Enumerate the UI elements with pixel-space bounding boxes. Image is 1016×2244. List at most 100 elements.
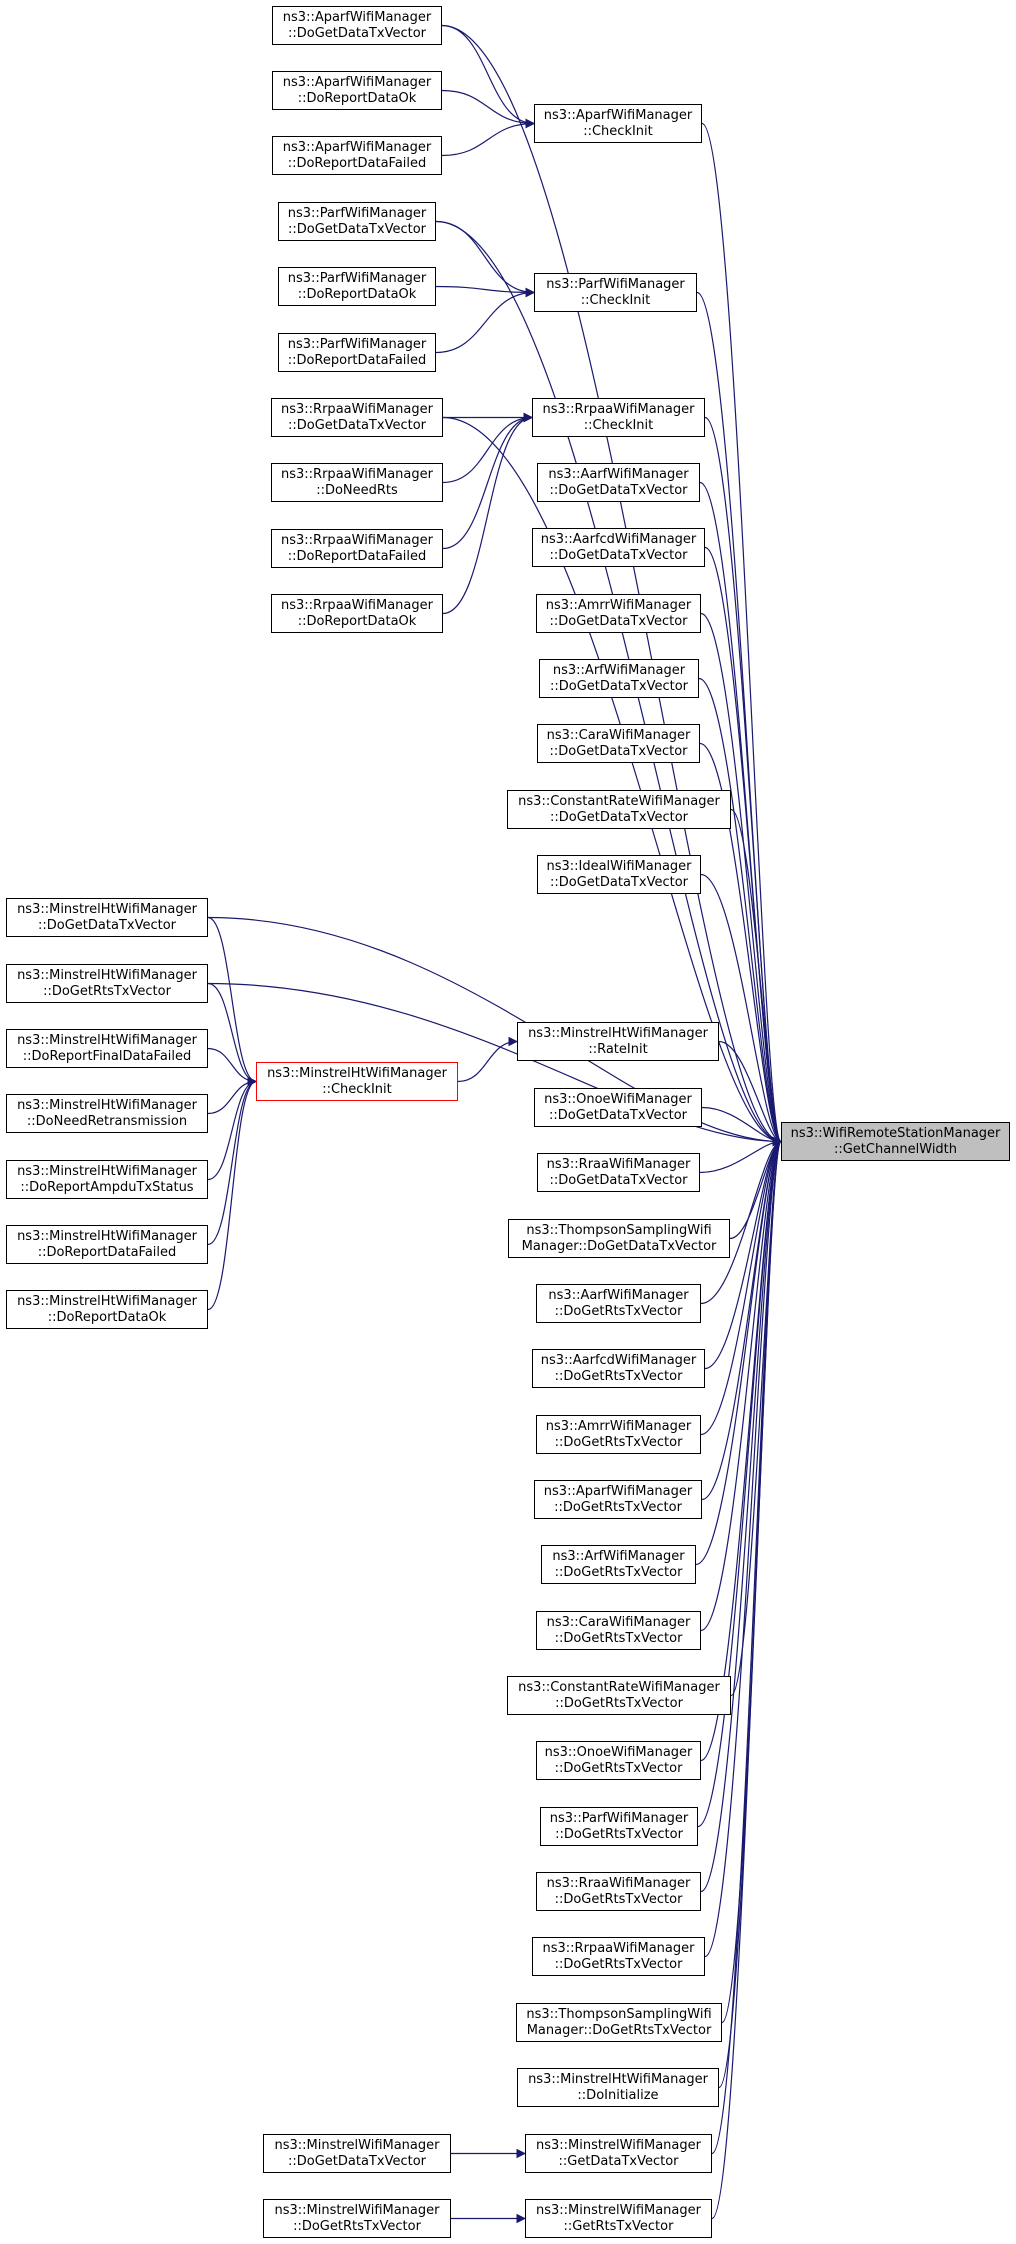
node-mht-checkinit[interactable]: ns3::MinstrelHtWifiManager::CheckInit [256, 1062, 458, 1101]
node-label-line: ns3::MinstrelHtWifiManager [528, 2071, 708, 2087]
node-arf-data[interactable]: ns3::ArfWifiManager::DoGetDataTxVector [539, 659, 699, 698]
node-mht-rateinit[interactable]: ns3::MinstrelHtWifiManager::RateInit [517, 1022, 719, 1061]
node-constant-rts[interactable]: ns3::ConstantRateWifiManager::DoGetRtsTx… [507, 1676, 731, 1715]
node-onoe-rts[interactable]: ns3::OnoeWifiManager::DoGetRtsTxVector [536, 1741, 701, 1780]
edge-mht-dogetrtstx-to-target [207, 982, 782, 1147]
node-label-line: ::DoGetDataTxVector [549, 613, 688, 629]
node-label-line: ns3::ConstantRateWifiManager [518, 1679, 720, 1695]
node-mht-doreportok[interactable]: ns3::MinstrelHtWifiManager::DoReportData… [6, 1290, 208, 1329]
node-mht-doreportfinalfailed[interactable]: ns3::MinstrelHtWifiManager::DoReportFina… [6, 1029, 208, 1068]
node-cara-rts[interactable]: ns3::CaraWifiManager::DoGetRtsTxVector [536, 1611, 701, 1650]
edge-aparf-dogetdatatx-to-target [441, 24, 782, 1147]
node-aarfcd-rts[interactable]: ns3::AarfcdWifiManager::DoGetRtsTxVector [532, 1349, 705, 1388]
node-label-line: ::DoGetDataTxVector [288, 221, 426, 237]
edge-aarf-rts-to-target [700, 1136, 782, 1305]
node-minstrel-getrtstx[interactable]: ns3::MinstrelWifiManager::GetRtsTxVector [525, 2199, 712, 2238]
node-cara-data[interactable]: ns3::CaraWifiManager::DoGetDataTxVector [537, 724, 700, 763]
edge-amrr-rts-to-target [700, 1136, 782, 1436]
node-aarfcd-data[interactable]: ns3::AarfcdWifiManager::DoGetDataTxVecto… [532, 528, 705, 567]
node-parf-doreportok[interactable]: ns3::ParfWifiManager::DoReportDataOk [278, 267, 436, 306]
node-mht-dogetrtstx[interactable]: ns3::MinstrelHtWifiManager::DoGetRtsTxVe… [6, 964, 208, 1003]
node-label-line: ::DoGetRtsTxVector [554, 1630, 683, 1646]
node-aarf-data[interactable]: ns3::AarfWifiManager::DoGetDataTxVector [537, 463, 700, 502]
node-label-line: ns3::AarfWifiManager [548, 1287, 689, 1303]
node-ideal-data[interactable]: ns3::IdealWifiManager::DoGetDataTxVector [537, 855, 701, 894]
node-aparf-checkinit[interactable]: ns3::AparfWifiManager::CheckInit [534, 104, 702, 143]
node-onoe-data[interactable]: ns3::OnoeWifiManager::DoGetDataTxVector [534, 1088, 702, 1127]
node-label-line: ::RateInit [588, 1041, 648, 1057]
node-arf-rts[interactable]: ns3::ArfWifiManager::DoGetRtsTxVector [541, 1545, 696, 1584]
node-aparf-rts[interactable]: ns3::AparfWifiManager::DoGetRtsTxVector [534, 1480, 702, 1519]
node-label-line: ns3::AparfWifiManager [543, 1483, 693, 1499]
edge-parf-rts-to-target [697, 1136, 782, 1828]
node-label-line: ns3::ParfWifiManager [546, 276, 685, 292]
edge-mht-dogetdatatx-to-mht-checkinit [207, 916, 257, 1087]
node-label-line: ns3::MinstrelWifiManager [274, 2137, 440, 2153]
node-label-line: Manager::DoGetRtsTxVector [526, 2022, 712, 2038]
node-label-line: ::DoReportAmpduTxStatus [20, 1179, 194, 1195]
node-rrpaa-checkinit[interactable]: ns3::RrpaaWifiManager::CheckInit [532, 398, 705, 437]
node-label-line: ns3::RrpaaWifiManager [281, 597, 433, 613]
node-aparf-dogetdatatx[interactable]: ns3::AparfWifiManager::DoGetDataTxVector [272, 6, 442, 45]
node-parf-checkinit[interactable]: ns3::ParfWifiManager::CheckInit [534, 273, 697, 312]
node-parf-dogetdatatx[interactable]: ns3::ParfWifiManager::DoGetDataTxVector [278, 202, 436, 241]
node-minstrel-dogetdatatx[interactable]: ns3::MinstrelWifiManager::DoGetDataTxVec… [263, 2134, 451, 2173]
node-rraa-data[interactable]: ns3::RraaWifiManager::DoGetDataTxVector [537, 1153, 700, 1192]
node-label-line: ::DoReportFinalDataFailed [22, 1048, 192, 1064]
node-amrr-rts[interactable]: ns3::AmrrWifiManager::DoGetRtsTxVector [536, 1415, 701, 1454]
node-mht-doneedretrans[interactable]: ns3::MinstrelHtWifiManager::DoNeedRetran… [6, 1094, 208, 1133]
node-rrpaa-doreportok[interactable]: ns3::RrpaaWifiManager::DoReportDataOk [271, 594, 443, 633]
node-label-line: ns3::MinstrelHtWifiManager [17, 1032, 197, 1048]
node-label-line: ns3::MinstrelWifiManager [535, 2202, 701, 2218]
node-amrr-data[interactable]: ns3::AmrrWifiManager::DoGetDataTxVector [536, 594, 701, 633]
node-label-line: ns3::MinstrelHtWifiManager [267, 1065, 447, 1081]
edge-arf-data-to-target [698, 677, 782, 1147]
node-label-line: Manager::DoGetDataTxVector [521, 1238, 717, 1254]
node-constant-data[interactable]: ns3::ConstantRateWifiManager::DoGetDataT… [507, 790, 731, 829]
node-minstrel-getdatatx[interactable]: ns3::MinstrelWifiManager::GetDataTxVecto… [525, 2134, 712, 2173]
node-parf-doreportfailed[interactable]: ns3::ParfWifiManager::DoReportDataFailed [278, 333, 436, 372]
node-label-line: ::DoGetRtsTxVector [293, 2218, 421, 2234]
node-rraa-rts[interactable]: ns3::RraaWifiManager::DoGetRtsTxVector [536, 1872, 701, 1911]
node-aarf-rts[interactable]: ns3::AarfWifiManager::DoGetRtsTxVector [536, 1284, 701, 1323]
node-minstrel-dogetrtstx[interactable]: ns3::MinstrelWifiManager::DoGetRtsTxVect… [263, 2199, 451, 2238]
edge-thompson-rts-to-target [721, 1137, 782, 2024]
node-label-line: ns3::AarfcdWifiManager [540, 1352, 697, 1368]
node-label-line: ns3::ParfWifiManager [287, 336, 427, 352]
edge-constant-data-to-target [730, 808, 782, 1147]
node-mht-dogetdatatx[interactable]: ns3::MinstrelHtWifiManager::DoGetDataTxV… [6, 898, 208, 937]
node-rrpaa-rts[interactable]: ns3::RrpaaWifiManager::DoGetRtsTxVector [532, 1937, 705, 1976]
node-label-line: ::DoGetRtsTxVector [555, 1695, 683, 1711]
node-label-line: ns3::AparfWifiManager [282, 9, 432, 25]
node-mht-doreportfailed[interactable]: ns3::MinstrelHtWifiManager::DoReportData… [6, 1225, 208, 1264]
node-mht-doreportampdu[interactable]: ns3::MinstrelHtWifiManager::DoReportAmpd… [6, 1160, 208, 1199]
node-label-line: ns3::AparfWifiManager [282, 139, 432, 155]
node-label-line: ns3::AmrrWifiManager [545, 597, 692, 613]
edge-aparf-dogetdatatx-to-aparf-checkinit [441, 24, 535, 129]
node-mht-doinitialize[interactable]: ns3::MinstrelHtWifiManager::DoInitialize [517, 2068, 719, 2107]
node-rrpaa-doneedrts[interactable]: ns3::RrpaaWifiManager::DoNeedRts [271, 463, 443, 502]
node-label-line: ::DoGetRtsTxVector [554, 1499, 682, 1515]
node-label-line: ::DoReportDataFailed [287, 548, 427, 564]
node-label-line: ns3::MinstrelHtWifiManager [17, 1293, 197, 1309]
node-label-line: ns3::MinstrelHtWifiManager [17, 967, 197, 983]
node-label-line: ns3::AparfWifiManager [543, 107, 693, 123]
node-label-line: ::DoGetDataTxVector [549, 1107, 687, 1123]
node-rrpaa-doreportfailed[interactable]: ns3::RrpaaWifiManager::DoReportDataFaile… [271, 529, 443, 568]
node-aparf-doreportok[interactable]: ns3::AparfWifiManager::DoReportDataOk [272, 71, 442, 110]
edge-aparf-doreportfailed-to-aparf-checkinit [441, 118, 535, 157]
node-label-line: ns3::AarfWifiManager [548, 466, 689, 482]
edge-amrr-data-to-target [700, 612, 782, 1147]
node-label-line: ::DoReportDataFailed [287, 155, 427, 171]
node-target: ns3::WifiRemoteStationManager::GetChanne… [781, 1122, 1010, 1161]
node-label-line: ::DoGetRtsTxVector [554, 1891, 683, 1907]
node-label-line: ns3::MinstrelHtWifiManager [17, 1163, 197, 1179]
node-label-line: ns3::WifiRemoteStationManager [790, 1125, 1001, 1141]
node-parf-rts[interactable]: ns3::ParfWifiManager::DoGetRtsTxVector [540, 1807, 698, 1846]
node-aparf-doreportfailed[interactable]: ns3::AparfWifiManager::DoReportDataFaile… [272, 136, 442, 175]
node-rrpaa-dogetdatatx[interactable]: ns3::RrpaaWifiManager::DoGetDataTxVector [271, 398, 443, 437]
node-label-line: ::DoGetDataTxVector [288, 417, 426, 433]
